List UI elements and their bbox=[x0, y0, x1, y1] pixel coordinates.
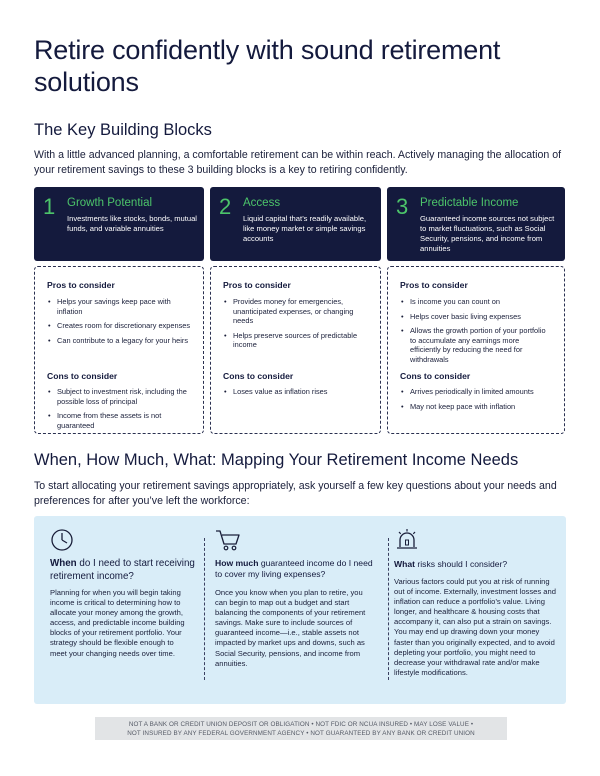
pros-heading: Pros to consider bbox=[400, 280, 468, 290]
list-item: Loses value as inflation rises bbox=[223, 387, 373, 397]
list-item: Arrives periodically in limited amounts bbox=[400, 387, 550, 397]
clock-icon bbox=[51, 529, 73, 551]
pros-heading: Pros to consider bbox=[47, 280, 115, 290]
pros-heading: Pros to consider bbox=[223, 280, 291, 290]
list-item: Is income you can count on bbox=[400, 297, 550, 307]
list-item: Can contribute to a legacy for your heir… bbox=[47, 336, 197, 346]
disclaimer-bar: NOT A BANK OR CREDIT UNION DEPOSIT OR OB… bbox=[95, 717, 507, 740]
cons-list: Subject to investment risk, including th… bbox=[47, 387, 197, 435]
block-access: 2 Access Liquid capital that’s readily a… bbox=[210, 187, 381, 261]
need-column-what: What risks should I consider? Various fa… bbox=[394, 516, 559, 704]
need-question: How much guaranteed income do I need to … bbox=[215, 558, 375, 580]
column-divider bbox=[204, 538, 205, 680]
building-blocks-intro: With a little advanced planning, a comfo… bbox=[34, 149, 562, 176]
block-number: 2 bbox=[219, 194, 232, 219]
block-description: Investments like stocks, bonds, mutual f… bbox=[67, 214, 197, 233]
need-column-when: When do I need to start receiving retire… bbox=[50, 516, 202, 704]
block-title: Predictable Income bbox=[420, 197, 519, 209]
column-divider bbox=[388, 538, 389, 680]
cons-list: Arrives periodically in limited amounts … bbox=[400, 387, 550, 416]
disclaimer-line: NOT A BANK OR CREDIT UNION DEPOSIT OR OB… bbox=[128, 721, 474, 728]
list-item: Provides money for emergencies, unantici… bbox=[223, 297, 373, 326]
need-description: Planning for when you will begin taking … bbox=[50, 588, 185, 658]
cons-heading: Cons to consider bbox=[223, 371, 294, 381]
list-item: Helps preserve sources of predictable in… bbox=[223, 331, 373, 350]
shopping-cart-icon bbox=[216, 530, 240, 551]
page-title: Retire confidently with sound retirement… bbox=[34, 35, 501, 97]
card-predictable-income: Pros to consider Is income you can count… bbox=[387, 266, 565, 434]
block-title: Access bbox=[243, 197, 281, 209]
mapping-intro: To start allocating your retirement savi… bbox=[34, 480, 557, 507]
pros-list: Helps your savings keep pace with inflat… bbox=[47, 297, 197, 350]
needs-panel: When do I need to start receiving retire… bbox=[34, 516, 566, 704]
need-question-rest: guaranteed income do I need to cover my … bbox=[215, 558, 373, 579]
cons-list: Loses value as inflation rises bbox=[223, 387, 373, 402]
pros-list: Provides money for emergencies, unantici… bbox=[223, 297, 373, 355]
list-item: Subject to investment risk, including th… bbox=[47, 387, 197, 406]
need-question-keyword: What bbox=[394, 559, 416, 569]
list-item: Income from these assets is not guarante… bbox=[47, 411, 197, 430]
block-description: Liquid capital that’s readily available,… bbox=[243, 214, 367, 243]
need-question-keyword: How much bbox=[215, 558, 259, 568]
alarm-light-icon bbox=[397, 529, 417, 549]
need-description: Once you know when you plan to retire, y… bbox=[215, 588, 366, 668]
block-predictable-income: 3 Predictable Income Guaranteed income s… bbox=[387, 187, 565, 261]
block-title: Growth Potential bbox=[67, 197, 153, 209]
list-item: Helps cover basic living expenses bbox=[400, 312, 550, 322]
need-question-rest: risks should I consider? bbox=[415, 559, 508, 569]
disclaimer-line: NOT INSURED BY ANY FEDERAL GOVERNMENT AG… bbox=[127, 730, 475, 737]
card-access: Pros to consider Provides money for emer… bbox=[210, 266, 381, 434]
pros-list: Is income you can count on Helps cover b… bbox=[400, 297, 550, 370]
list-item: Allows the growth portion of your portfo… bbox=[400, 326, 550, 364]
need-question-rest: do I need to start receiving retirement … bbox=[50, 558, 195, 582]
block-description: Guaranteed income sources not subject to… bbox=[420, 214, 555, 253]
building-blocks-heading: The Key Building Blocks bbox=[34, 121, 212, 139]
block-number: 3 bbox=[396, 194, 409, 219]
need-column-how-much: How much guaranteed income do I need to … bbox=[215, 516, 385, 704]
need-question: When do I need to start receiving retire… bbox=[50, 558, 200, 583]
card-growth-potential: Pros to consider Helps your savings keep… bbox=[34, 266, 204, 434]
list-item: Helps your savings keep pace with inflat… bbox=[47, 297, 197, 316]
list-item: Creates room for discretionary expenses bbox=[47, 321, 197, 331]
block-growth-potential: 1 Growth Potential Investments like stoc… bbox=[34, 187, 204, 261]
need-question: What risks should I consider? bbox=[394, 558, 559, 571]
cons-heading: Cons to consider bbox=[47, 371, 118, 381]
need-description: Various factors could put you at risk of… bbox=[394, 577, 556, 677]
need-question-keyword: When bbox=[50, 558, 77, 569]
mapping-heading: When, How Much, What: Mapping Your Retir… bbox=[34, 451, 519, 469]
list-item: May not keep pace with inflation bbox=[400, 402, 550, 412]
cons-heading: Cons to consider bbox=[400, 371, 471, 381]
block-number: 1 bbox=[43, 194, 56, 219]
